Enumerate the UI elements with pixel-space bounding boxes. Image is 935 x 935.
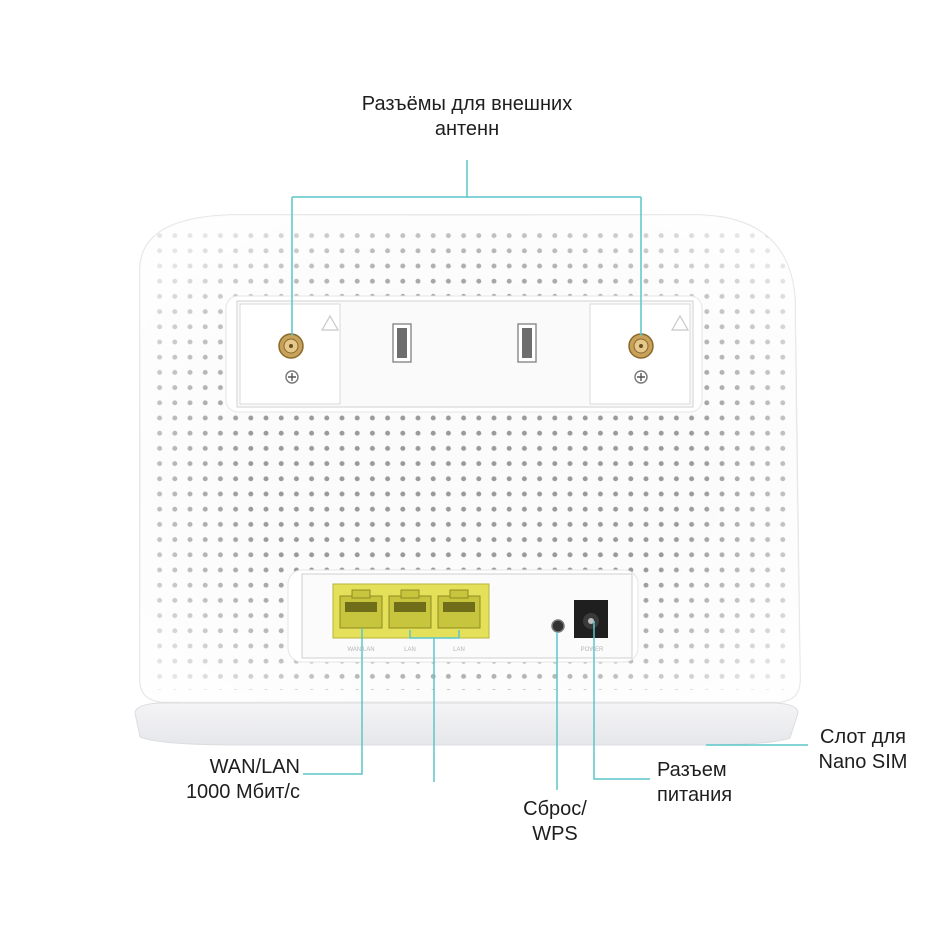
power-jack-icon bbox=[574, 600, 608, 638]
power-connector-label: Разъем питания bbox=[657, 759, 733, 806]
nano-sim-slot-label: Слот для Nano SIM bbox=[818, 726, 908, 773]
ethernet-port-icon bbox=[339, 589, 481, 629]
port-panel: WAN/LAN LAN LAN POWER bbox=[287, 569, 639, 663]
antenna-connectors-label: Разъёмы для внешних антенн bbox=[361, 93, 573, 140]
mounting-slot bbox=[392, 323, 537, 363]
reset-button-icon bbox=[551, 619, 565, 633]
screw-icon bbox=[285, 370, 648, 384]
warning-icon bbox=[320, 314, 690, 331]
wan-lan-label: WAN/LAN 1000 Мбит/с bbox=[185, 756, 300, 803]
port-label-lan-1: LAN bbox=[404, 647, 416, 653]
antenna-connector-icon bbox=[278, 333, 654, 359]
port-label-wan: WAN/LAN bbox=[347, 647, 374, 653]
callout-lines bbox=[291, 160, 808, 790]
port-label-power: POWER bbox=[581, 647, 604, 653]
port-label-lan-2: LAN bbox=[453, 647, 465, 653]
reset-wps-label: Сброс/ WPS bbox=[523, 798, 587, 845]
antenna-panel bbox=[225, 295, 703, 413]
